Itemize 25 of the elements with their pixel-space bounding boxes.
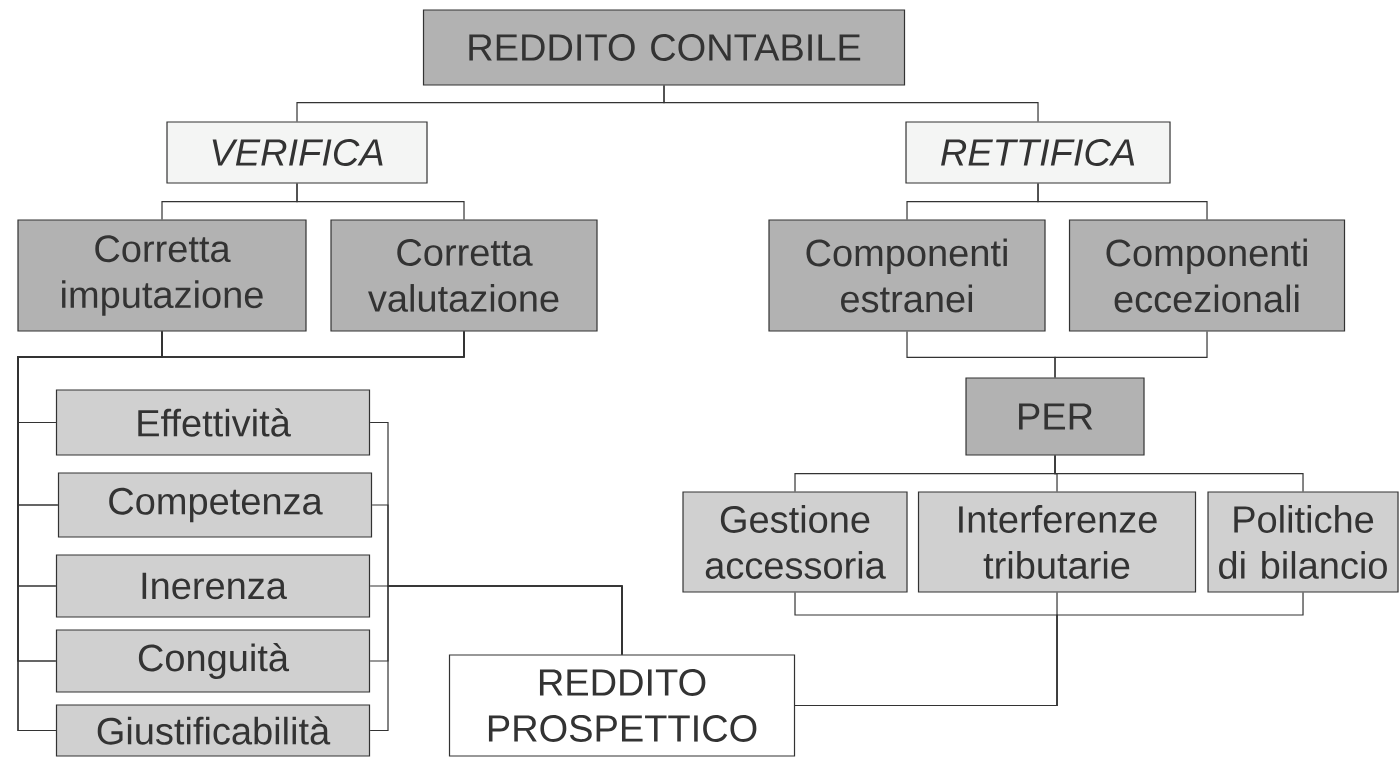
connector xyxy=(369,585,623,732)
criterion-box: Inerenza xyxy=(55,554,371,618)
title-box: REDDITO CONTABILE xyxy=(422,9,906,86)
process-box: Corretta valutazione xyxy=(330,219,598,332)
connector xyxy=(663,85,1039,122)
process-box: Componenti eccezionali xyxy=(1068,219,1346,332)
criterion-box: Interferenze tributarie xyxy=(917,491,1197,593)
connector xyxy=(794,592,1304,707)
connector xyxy=(296,183,465,220)
connector xyxy=(1054,331,1208,378)
criterion-box: Giustificabilità xyxy=(55,704,371,757)
process-box: Corretta imputazione xyxy=(17,219,307,332)
result-box: REDDITO PROSPETTICO xyxy=(448,654,796,757)
connector xyxy=(1054,455,1304,492)
criterion-box: Effettività xyxy=(55,389,371,456)
criterion-box: Conguità xyxy=(55,629,371,693)
criterion-box: Gestione accessoria xyxy=(682,491,908,593)
criterion-box: Competenza xyxy=(57,472,373,538)
criterion-box: Politiche di bilancio xyxy=(1207,491,1399,593)
process-box: Componenti estranei xyxy=(768,219,1046,332)
category-box: VERIFICA xyxy=(166,121,428,184)
connector xyxy=(1037,183,1208,220)
category-box: RETTIFICA xyxy=(905,121,1171,184)
process-box: PER xyxy=(965,377,1145,456)
connector xyxy=(17,331,465,732)
